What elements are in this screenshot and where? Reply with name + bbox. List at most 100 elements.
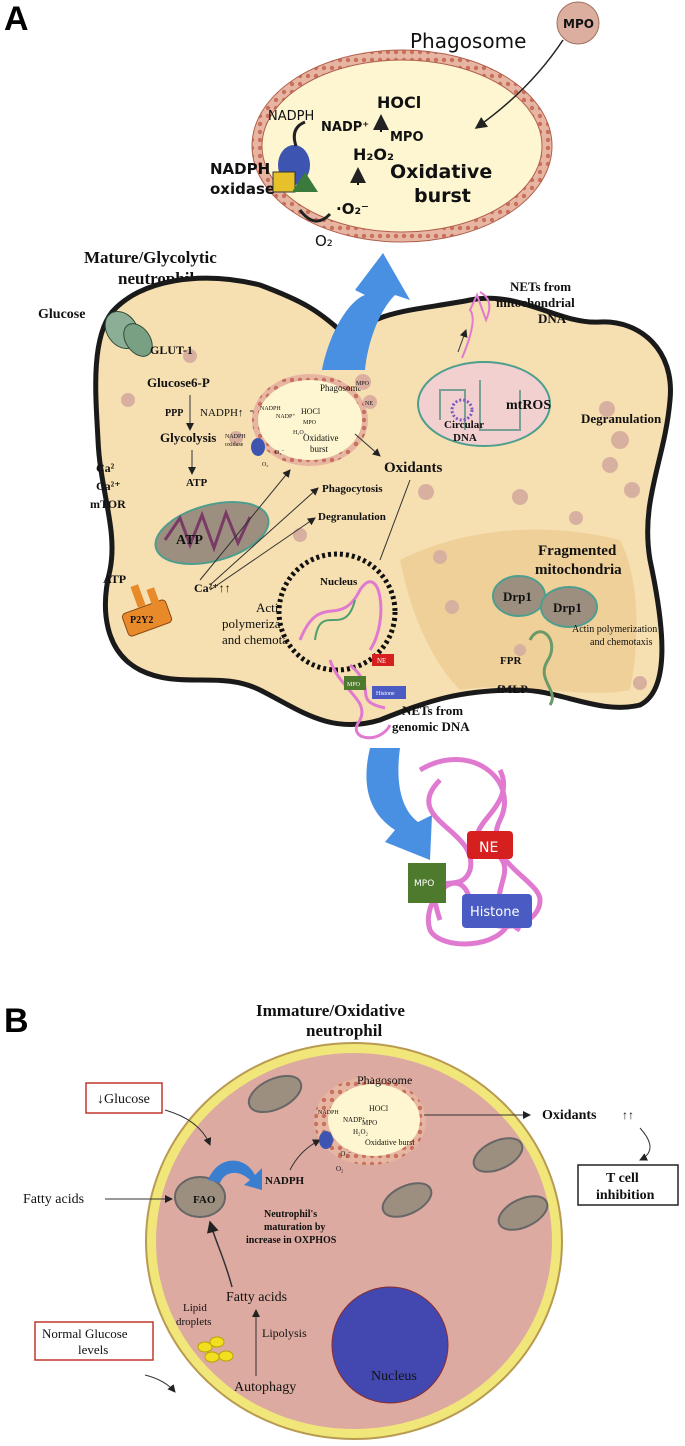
glucose-label: Glucose: [38, 307, 85, 322]
b-phagosome: [314, 1077, 426, 1165]
b-glucose-box: [85, 1082, 163, 1114]
glycolysis-label: Glycolysis: [160, 430, 216, 445]
b-fao-arrow: [208, 1160, 262, 1190]
phagocytosis-label: Phagocytosis: [322, 483, 383, 495]
small-oxidative: Oxidative: [303, 433, 339, 443]
autophagy-label: Autophagy: [234, 1380, 296, 1395]
fragmented-1: Fragmented: [538, 543, 617, 559]
mtros-label: mtROS: [506, 398, 551, 413]
large-nadph: NADPH: [268, 109, 314, 124]
small-ne-circle: [363, 395, 377, 409]
blue-arrow-down: [366, 748, 432, 860]
large-burst: burst: [414, 185, 471, 207]
b-fao-label: FAO: [193, 1194, 216, 1206]
net-small-ne: NE: [377, 657, 386, 665]
b-phagosome-title: Phagosome: [357, 1073, 412, 1087]
nets-genomic-1: NETs from: [402, 703, 463, 718]
b-phag-h2o2: H₂O₂: [353, 1128, 369, 1136]
small-mpo: MPO: [356, 381, 370, 387]
cell-title-1: Mature/Glycolytic: [84, 248, 217, 267]
large-o2: O₂: [315, 232, 333, 250]
mitochondrion-right: [417, 361, 551, 447]
b-phag-o2minus: ·O₂⁻: [338, 1150, 352, 1158]
b-phag-nadph: NADPH: [318, 1110, 339, 1116]
p2y2-label: P2Y2: [130, 615, 153, 626]
panel-b-label: B: [4, 1002, 29, 1040]
t-cell-1: T cell: [606, 1171, 639, 1186]
phagosome-large: [251, 49, 553, 243]
mtor-label: mTOR: [90, 497, 126, 511]
oxidants-label: Oxidants: [384, 460, 443, 476]
large-nadph-oxidase-1: NADPH: [210, 160, 270, 178]
small-nadph: NADPH: [260, 406, 281, 412]
net-large-histone: Histone: [470, 905, 519, 920]
mpo-bubble: [556, 1, 600, 45]
fpr-label: FPR: [500, 655, 522, 667]
actin-r1: Actin polymerization: [572, 624, 657, 635]
small-mpo-circle: [355, 374, 371, 390]
degranulation-right: Degranulation: [581, 411, 662, 426]
fragmented-2: mitochondria: [535, 562, 622, 578]
b-phag-o2: O₂: [336, 1165, 344, 1173]
t-cell-2: inhibition: [596, 1188, 655, 1203]
normal-glucose-2: levels: [78, 1342, 108, 1357]
glut1-transporter: [104, 310, 153, 357]
lipolysis-label: Lipolysis: [262, 1326, 307, 1340]
ca2-label: Ca²: [96, 461, 115, 475]
nets-mito-1: NETs from: [510, 279, 571, 294]
nucleus-dotted: [276, 551, 398, 673]
mpo-arrow: [474, 39, 564, 129]
degranulation-inner: Degranulation: [318, 511, 386, 523]
blue-arrow-up: [322, 253, 410, 370]
ca2plus-label: Ca²⁺: [96, 479, 121, 493]
large-oxidative: Oxidative: [390, 161, 492, 183]
b-nucleus-label: Nucleus: [371, 1369, 417, 1384]
atp-small-label: ATP: [186, 477, 207, 489]
b-title-2: neutrophil: [306, 1021, 382, 1040]
glut1-label: GLUT-1: [150, 343, 193, 357]
lipid-1: Lipid: [183, 1302, 207, 1314]
phagosome-large-title: Phagosome: [410, 29, 526, 53]
large-mpo: MPO: [390, 130, 424, 145]
nets-mito-2: mitochondrial: [496, 295, 575, 310]
normal-glucose-box: [34, 1321, 154, 1361]
ppp-label: PPP: [165, 408, 183, 419]
granules: [121, 349, 647, 690]
net-large-mpo: MPO: [414, 879, 434, 889]
fpr-receptor: [528, 630, 554, 706]
nucleus-label: Nucleus: [320, 576, 358, 588]
circular-1: Circular: [444, 419, 484, 431]
small-nadp: NADP⁺: [276, 414, 296, 420]
b-fatty-acids-left: Fatty acids: [23, 1192, 84, 1207]
small-phagosome-title: Phagosome: [320, 383, 362, 393]
immature-neutrophil-cell: [145, 1042, 563, 1440]
large-superoxide: ·O₂⁻: [336, 200, 369, 218]
b-nadph: NADPH: [265, 1175, 305, 1187]
fmlp-label: fMLP: [497, 682, 528, 696]
lipid-2: droplets: [176, 1316, 211, 1328]
net-small-histone: Histone: [376, 691, 395, 697]
phagosome-small: [251, 374, 368, 466]
large-hocl: HOCl: [377, 93, 421, 112]
net-small-mpo: MPO: [347, 682, 361, 688]
glucose6p-label: Glucose6-P: [147, 375, 210, 390]
small-hocl: HOCl: [301, 407, 321, 416]
b-title-1: Immature/Oxidative: [256, 1001, 405, 1020]
net-mito-strand: [461, 291, 491, 359]
small-nadph-ox-1: NADPH: [225, 434, 246, 440]
b-phag-oxburst: Oxidative burst: [365, 1138, 415, 1147]
maturation-1: Neutrophil's: [264, 1209, 317, 1220]
atp-mito-label: ATP: [176, 533, 203, 548]
nadph-up-label: NADPH↑: [200, 407, 243, 419]
drp1-a: Drp1: [503, 589, 532, 604]
mitochondrion-left: [154, 501, 270, 565]
drp1-b: Drp1: [553, 600, 582, 615]
small-nadph-ox-2: oxidase: [225, 442, 244, 448]
b-phag-nadp: NADP⁺: [343, 1116, 366, 1124]
nets-mito-3: DNA: [538, 311, 567, 326]
mpo-bubble-label: MPO: [563, 17, 594, 31]
b-glucose-down: ↓Glucose: [97, 1092, 150, 1107]
large-nadph-oxidase-2: oxidase: [210, 180, 275, 198]
t-cell-box: [577, 1164, 679, 1206]
